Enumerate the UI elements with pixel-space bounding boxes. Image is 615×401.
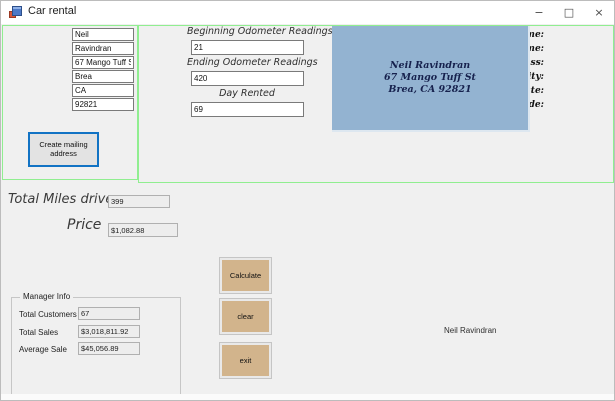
beginning-odometer-label: Beginning Odometer Readings: [187, 26, 333, 37]
title-bar: Car rental − □ ×: [1, 1, 614, 24]
mailing-line-city: Brea, CA 92821: [388, 84, 472, 95]
price-output: [108, 223, 178, 237]
day-rented-input[interactable]: [191, 102, 304, 117]
maximize-icon[interactable]: □: [563, 6, 575, 19]
total-miles-output: [108, 195, 170, 208]
city-label: City:: [520, 72, 544, 82]
create-mailing-address-button[interactable]: Create mailing address: [28, 132, 99, 167]
city-input[interactable]: [72, 70, 134, 83]
total-miles-label: Total Miles driven: [8, 192, 122, 207]
zip-code-input[interactable]: [72, 98, 134, 111]
price-label: Price: [67, 217, 102, 233]
beginning-odometer-input[interactable]: [191, 40, 304, 55]
clear-button[interactable]: clear: [219, 298, 272, 335]
state-input[interactable]: [72, 84, 134, 97]
customer-name-label: Neil Ravindran: [444, 326, 497, 335]
manager-info-title: Manager Info: [20, 292, 74, 301]
mailing-line-street: 67 Mango Tuff St: [384, 72, 476, 83]
close-icon[interactable]: ×: [594, 6, 604, 19]
last-name-input[interactable]: [72, 42, 134, 55]
app-icon: [9, 6, 22, 18]
manager-info-group: Manager Info: [11, 292, 181, 400]
ending-odometer-input[interactable]: [191, 71, 304, 86]
mailing-line-name: Neil Ravindran: [389, 60, 471, 71]
address-input[interactable]: [72, 56, 134, 69]
exit-button[interactable]: exit: [219, 342, 272, 379]
ending-odometer-label: Ending Odometer Readings: [187, 57, 318, 68]
total-customers-output: [78, 307, 140, 320]
total-customers-label: Total Customers: [19, 310, 77, 319]
rental-panel: [138, 25, 614, 183]
first-name-input[interactable]: [72, 28, 134, 41]
mailing-address-panel: Neil Ravindran 67 Mango Tuff St Brea, CA…: [332, 26, 530, 132]
minimize-icon[interactable]: −: [534, 6, 544, 19]
total-sales-label: Total Sales: [19, 328, 59, 337]
day-rented-label: Day Rented: [219, 88, 275, 99]
window-title: Car rental: [28, 5, 77, 17]
average-sale-label: Average Sale: [19, 345, 67, 354]
calculate-button[interactable]: Calculate: [219, 257, 272, 294]
window-bottom-edge: [1, 394, 614, 400]
customer-panel: [2, 25, 138, 180]
average-sale-output: [78, 342, 140, 355]
total-sales-output: [78, 325, 140, 338]
